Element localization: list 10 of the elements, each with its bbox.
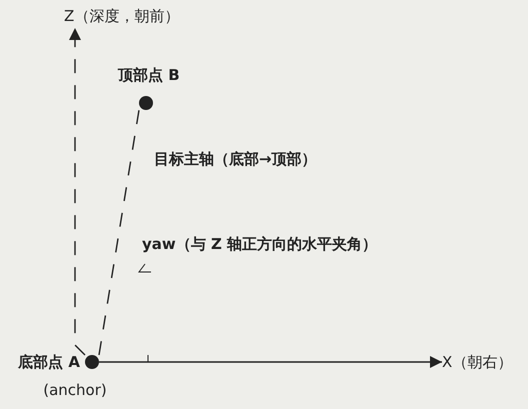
axis-line-label: 目标主轴（底部→顶部） — [154, 149, 318, 170]
point-label: 底部点 A — [16, 352, 80, 373]
axis-line — [98, 110, 140, 356]
point-note: (anchor) — [42, 380, 108, 401]
arrow — [99, 356, 442, 368]
axis-label: Z（深度，朝前） — [64, 4, 196, 28]
arrow — [69, 28, 86, 356]
axis-label: X（朝右） — [442, 350, 526, 374]
angle-label: yaw（与 Z 轴正方向的水平夹角） — [142, 234, 378, 255]
point-label: 顶部点 B — [118, 65, 181, 86]
